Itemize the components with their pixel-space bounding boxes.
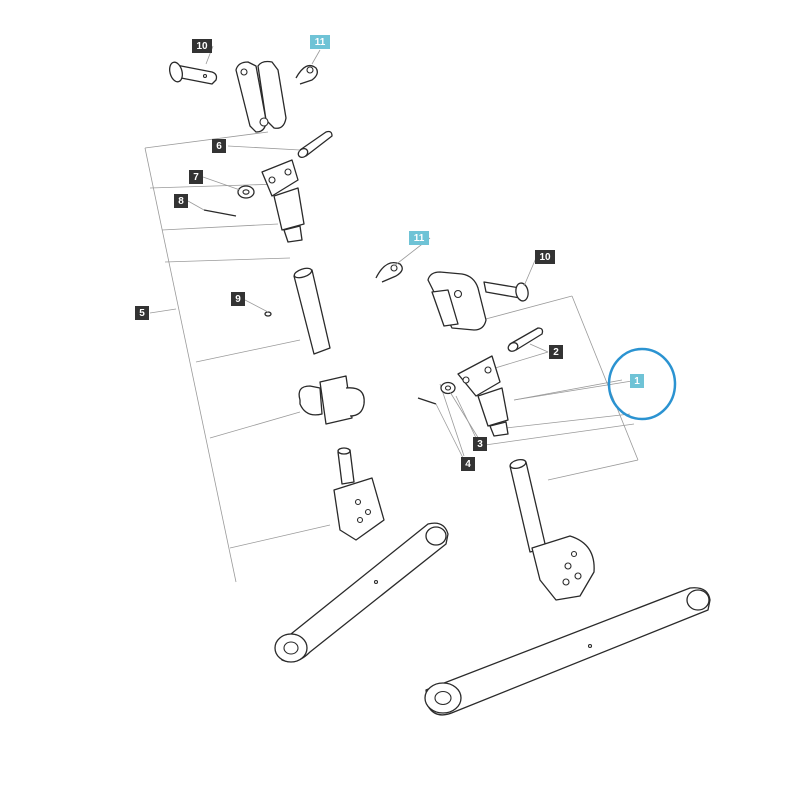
- upper-tube-left: [261, 159, 305, 243]
- callout-c6[interactable]: 6: [212, 139, 226, 153]
- pin-6: [297, 130, 333, 159]
- callout-c10b[interactable]: 10: [535, 250, 555, 264]
- set-screw-9: [264, 311, 272, 317]
- callout-number: 5: [139, 308, 145, 319]
- callout-box: [174, 194, 188, 208]
- clevis-pin-right: [483, 281, 529, 302]
- callout-number: 10: [196, 41, 208, 52]
- lower-link-arm-right: [424, 587, 711, 716]
- callout-c9[interactable]: 9: [231, 292, 245, 306]
- callout-c11b[interactable]: 11: [409, 231, 429, 245]
- callout-c3[interactable]: 3: [473, 437, 487, 451]
- callout-c7[interactable]: 7: [189, 170, 203, 184]
- callout-box: [549, 345, 563, 359]
- lower-fork-right: [531, 535, 595, 601]
- callout-number: 9: [235, 294, 241, 305]
- r-clip-top-left: [295, 64, 318, 85]
- split-pin-4: [417, 397, 437, 405]
- callout-c11a[interactable]: 11: [310, 35, 330, 49]
- top-clevis-right: [427, 271, 487, 331]
- upper-tube-right: [457, 355, 509, 437]
- callout-number: 11: [315, 37, 326, 48]
- callout-box: [212, 139, 226, 153]
- callout-box: [310, 35, 330, 49]
- callout-c8[interactable]: 8: [174, 194, 188, 208]
- callout-box: [461, 457, 475, 471]
- callout-c5[interactable]: 5: [135, 306, 149, 320]
- callout-number: 11: [414, 233, 425, 244]
- long-rod-right: [509, 458, 547, 553]
- callout-number: 7: [193, 172, 199, 183]
- callout-labels: 10 11 6 7 8 5 9 11 10 2 1 34: [135, 35, 644, 471]
- callout-box: [231, 292, 245, 306]
- callout-number: 6: [216, 141, 222, 152]
- lower-fork-left: [333, 477, 385, 541]
- callout-box: [189, 170, 203, 184]
- callout-box: [473, 437, 487, 451]
- callout-number: 3: [477, 439, 483, 450]
- callout-number: 2: [553, 347, 559, 358]
- lower-rod-left: [337, 447, 355, 485]
- callout-c10a[interactable]: 10: [192, 39, 212, 53]
- split-pin-8: [203, 209, 237, 217]
- callout-number: 8: [178, 196, 184, 207]
- callout-box: [535, 250, 555, 264]
- callout-number: 4: [465, 459, 471, 470]
- callout-box: [409, 231, 429, 245]
- callout-c1[interactable]: 1: [630, 374, 644, 388]
- callout-number: 10: [539, 252, 551, 263]
- left-lift-rod-assembly: [144, 60, 449, 663]
- callout-c2[interactable]: 2: [549, 345, 563, 359]
- pin-2: [507, 327, 544, 352]
- r-clip-right: [375, 261, 403, 283]
- callout-box: [630, 374, 644, 388]
- highlight-ring: [607, 347, 677, 421]
- callout-box: [135, 306, 149, 320]
- lower-link-arm-left: [274, 522, 449, 663]
- callout-c4[interactable]: 4: [461, 457, 475, 471]
- threaded-rod-left: [293, 267, 331, 355]
- top-clevis-left: [235, 60, 287, 133]
- washer-3: [440, 381, 456, 395]
- adjustment-handle-left: [298, 375, 365, 425]
- callout-number: 1: [634, 376, 640, 387]
- right-lift-rod-assembly: [375, 261, 711, 716]
- callout-leaders: [187, 45, 633, 465]
- washer-7: [237, 185, 255, 199]
- clevis-pin-top-left: [169, 61, 218, 85]
- callout-box: [192, 39, 212, 53]
